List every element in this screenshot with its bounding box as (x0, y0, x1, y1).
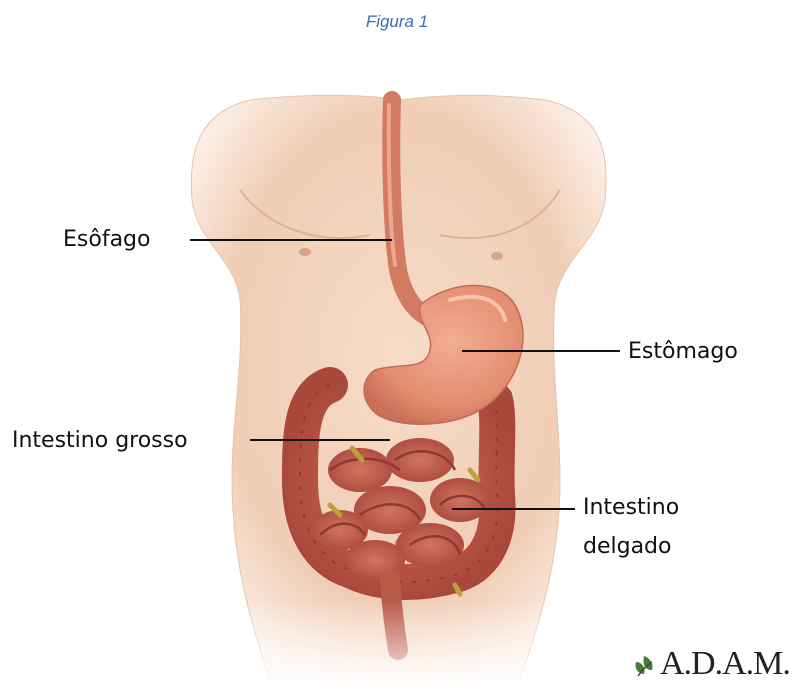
brand-name: A.D.A.M. (660, 645, 790, 682)
nipple-left (299, 248, 311, 256)
leaf-logo-icon (630, 652, 658, 680)
nipple-right (491, 252, 503, 260)
label-large-intestine: Intestino grosso (12, 427, 188, 455)
label-small-intestine-line2: delgado (583, 533, 671, 561)
bottom-fade (220, 600, 580, 696)
label-stomach: Estômago (628, 338, 738, 366)
label-esophagus: Esôfago (63, 226, 150, 254)
brand-logo: A.D.A.M. (630, 645, 790, 691)
label-small-intestine-line1: Intestino (583, 494, 679, 522)
